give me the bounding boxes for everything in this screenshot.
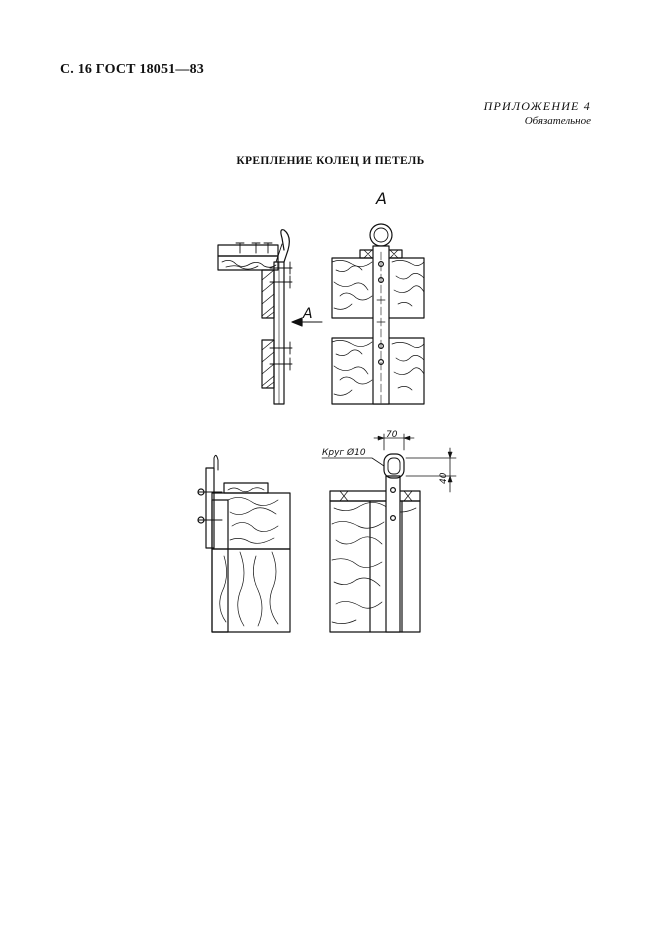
fig-bottom-right-front-view — [321, 433, 457, 633]
dimension-width: 70 — [386, 430, 398, 440]
material-label: Круг Ø10 — [322, 447, 366, 458]
fig-bottom-left-side-section — [197, 454, 291, 633]
page-header: С. 16 ГОСТ 18051—83 — [60, 62, 204, 77]
dimension-height: 40 — [439, 472, 449, 484]
fig-top-right-view-a — [331, 223, 425, 405]
arrow-label-a: А — [302, 306, 313, 322]
appendix-block: ПРИЛОЖЕНИЕ 4 Обязательное — [484, 99, 591, 127]
appendix-status: Обязательное — [524, 115, 591, 127]
fig-top-left-side-section — [217, 229, 323, 405]
view-label-a: А — [375, 189, 387, 208]
drawing-title: КРЕПЛЕНИЕ КОЛЕЦ И ПЕТЕЛЬ — [236, 155, 425, 167]
appendix-title: ПРИЛОЖЕНИЕ 4 — [483, 99, 591, 113]
